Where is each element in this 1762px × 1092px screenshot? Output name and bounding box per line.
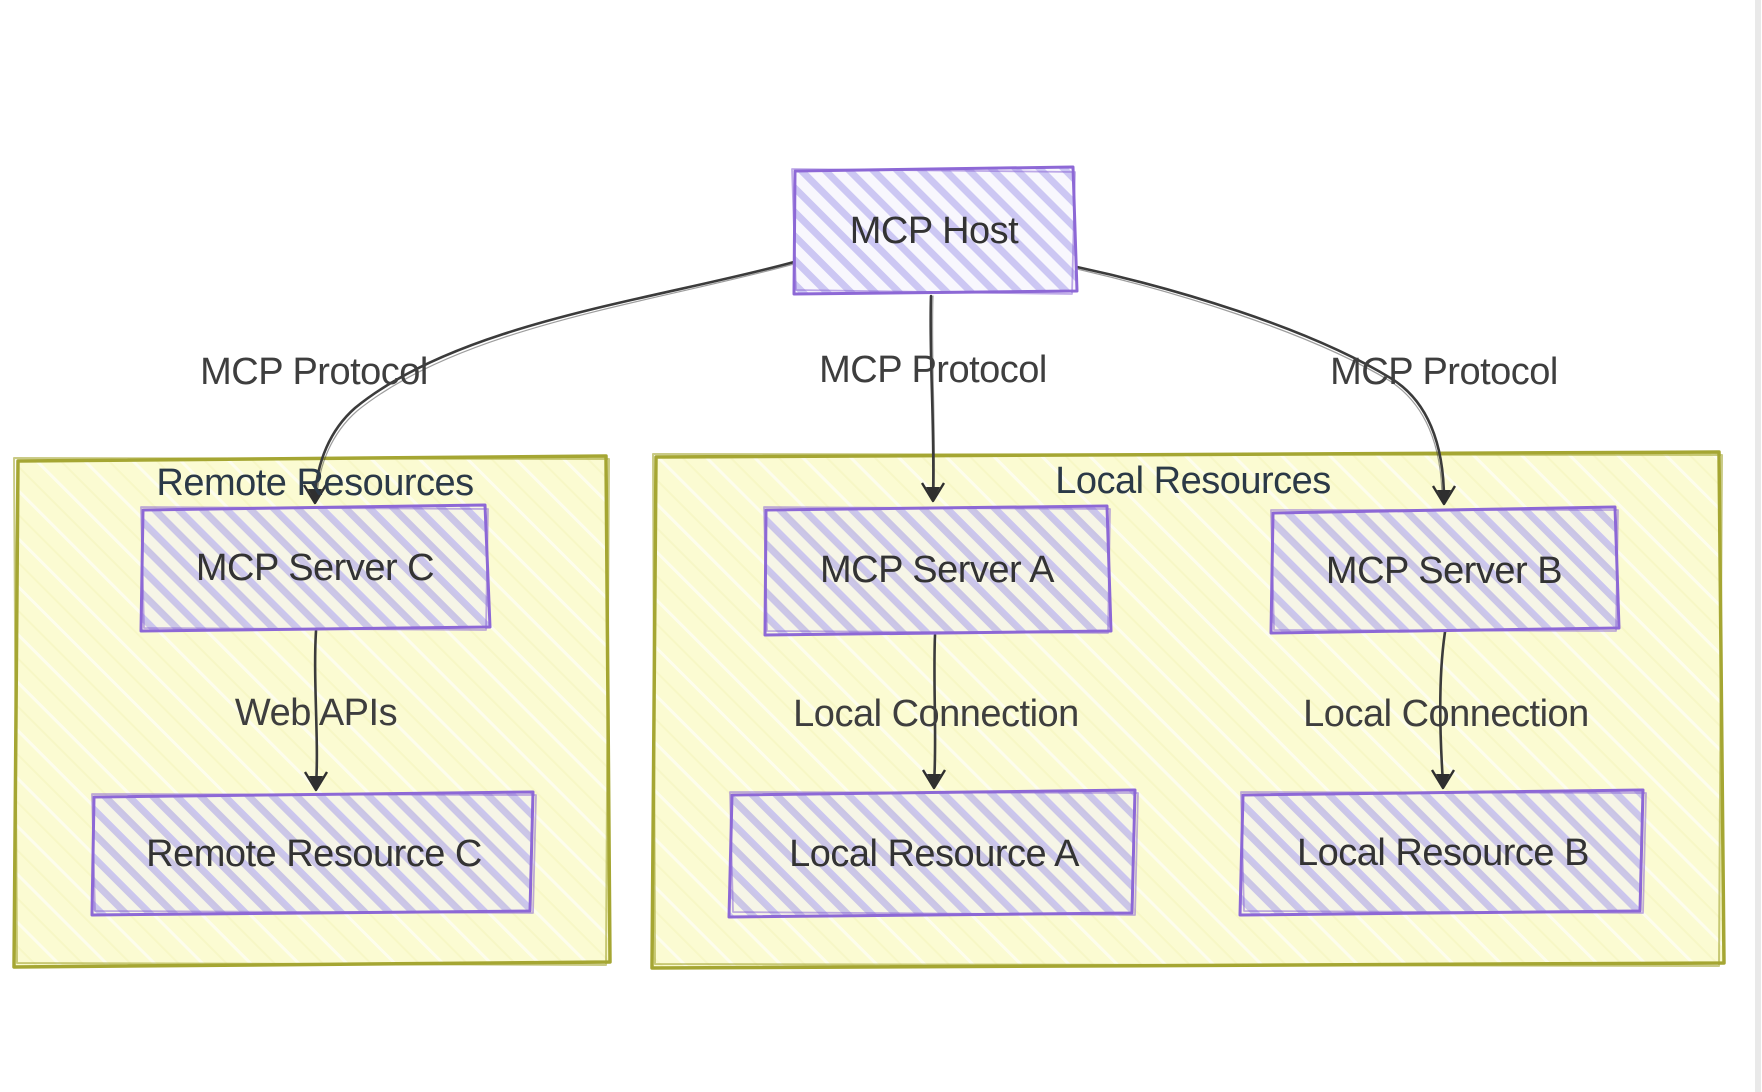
- edge-host-to-server-a-sketch: [931, 295, 936, 499]
- cluster-local-resources-title: Local Resources: [1055, 460, 1331, 502]
- edge-server-a-to-resource-a: [932, 633, 937, 786]
- edge-host-to-server-c-sketch: [316, 263, 795, 498]
- node-mcp-server-c-box: [139, 503, 492, 633]
- edge-label-mcp-protocol-left: MCP Protocol: [200, 351, 428, 393]
- arrowhead-host-to-server-b: [1431, 485, 1457, 506]
- node-mcp-server-c-label: MCP Server C: [195, 547, 435, 589]
- scrollbar-track[interactable]: [1755, 0, 1761, 1092]
- node-mcp-server-a-label: MCP Server A: [819, 549, 1055, 591]
- edge-label-local-connection-b: Local Connection: [1303, 693, 1589, 735]
- node-mcp-host-box: [791, 165, 1079, 296]
- edge-host-to-server-b: [1075, 265, 1446, 502]
- node-remote-resource-c-label: Remote Resource C: [146, 833, 482, 875]
- edge-server-b-to-resource-b: [1438, 630, 1447, 785]
- cluster-remote-resources-title: Remote Resources: [156, 462, 474, 504]
- arrowhead-server-c-to-resource-c: [303, 771, 329, 792]
- arrowhead-host-to-server-a: [920, 482, 946, 503]
- arrowhead-server-a-to-resource-a: [921, 769, 947, 790]
- node-local-resource-a-box: [727, 788, 1139, 919]
- node-local-resource-a-label: Local Resource A: [789, 833, 1079, 875]
- node-mcp-server-a-box: [763, 504, 1113, 637]
- arrowhead-server-b-to-resource-b: [1430, 769, 1456, 790]
- edge-server-c-to-resource-c: [313, 629, 319, 788]
- node-mcp-host-label: MCP Host: [849, 210, 1019, 252]
- edge-label-web-apis: Web APIs: [234, 692, 398, 734]
- edge-host-to-server-b-sketch: [1076, 268, 1443, 501]
- edge-label-local-connection-a: Local Connection: [793, 693, 1079, 735]
- arrowhead-host-to-server-c: [302, 484, 328, 505]
- node-remote-resource-c-box: [90, 790, 537, 917]
- node-mcp-server-b-box: [1269, 505, 1621, 635]
- edge-label-mcp-protocol-right: MCP Protocol: [1330, 351, 1558, 393]
- edge-host-to-server-c: [313, 260, 796, 499]
- node-mcp-server-b-label: MCP Server B: [1325, 550, 1563, 592]
- node-local-resource-b-box: [1238, 788, 1647, 917]
- edge-host-to-server-a: [929, 294, 935, 500]
- node-local-resource-b-label: Local Resource B: [1297, 832, 1589, 874]
- edge-label-mcp-protocol-middle: MCP Protocol: [819, 349, 1047, 391]
